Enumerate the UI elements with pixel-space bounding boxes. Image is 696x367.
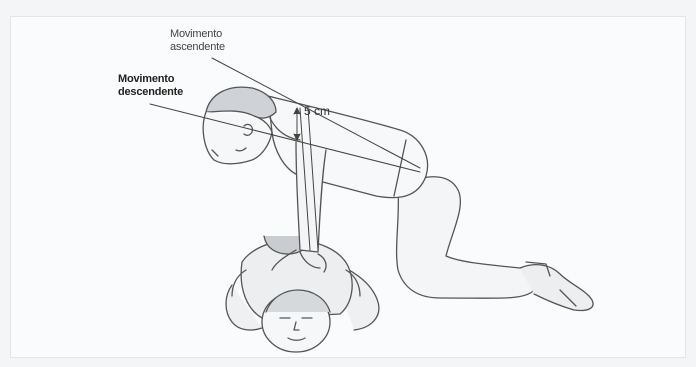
ascending-movement-label: Movimento ascendente bbox=[170, 28, 225, 54]
rescuer-leg bbox=[397, 177, 536, 298]
descending-label-line-2: descendente bbox=[118, 86, 183, 99]
rescuer-torso bbox=[268, 96, 428, 198]
rescuer-arm bbox=[296, 142, 326, 252]
ascending-label-line-1: Movimento bbox=[170, 28, 225, 41]
ascending-label-line-2: ascendente bbox=[170, 41, 225, 54]
descending-label-line-1: Movimento bbox=[118, 73, 183, 86]
rescuer-foot bbox=[520, 265, 593, 311]
compression-depth-label: 5 cm bbox=[304, 104, 330, 118]
descending-movement-label: Movimento descendente bbox=[118, 73, 183, 99]
patient-figure bbox=[226, 236, 379, 352]
